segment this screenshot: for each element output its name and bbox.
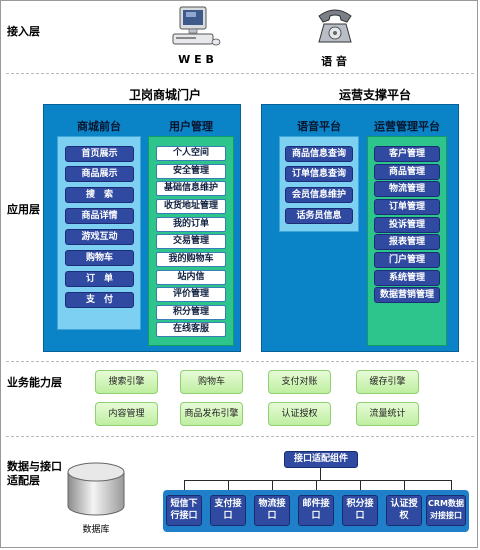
connector-logistics: [272, 480, 273, 492]
connector-email: [316, 480, 317, 492]
user-item-basic-info: 基础信息维护: [156, 181, 226, 196]
connector-crm: [451, 480, 452, 492]
layer-label-business: 业务能力层: [7, 376, 62, 389]
mall-item-home: 首页展示: [65, 146, 134, 162]
iface-crm: CRM数据 对接接口: [426, 495, 466, 526]
iface-auth: 认证授 权: [386, 495, 422, 526]
user-item-my-cart: 我的购物车: [156, 252, 226, 267]
separator-app: [6, 361, 474, 362]
user-item-my-orders: 我的订单: [156, 217, 226, 232]
iface-email: 邮件接 口: [298, 495, 334, 526]
column-title-user-mgmt: 用户管理: [169, 120, 213, 133]
voice-item-member: 会员信息维护: [285, 187, 353, 203]
adapter-connector-horizontal: [184, 480, 452, 481]
voice-item-order-query: 订单信息查询: [285, 166, 353, 182]
mall-item-products: 商品展示: [65, 166, 134, 182]
ops-item-order: 订单管理: [374, 199, 440, 215]
adapter-connector-vertical: [320, 468, 321, 480]
layer-label-data: 数据与接口 适配层: [7, 460, 62, 487]
voice-label: 语 音: [321, 55, 347, 68]
database-icon: [67, 462, 125, 516]
biz-product-publish: 商品发布引擎: [180, 402, 243, 426]
mall-item-order: 订 单: [65, 271, 134, 287]
connector-payment: [228, 480, 229, 492]
user-item-points: 积分管理: [156, 305, 226, 320]
biz-content-mgmt: 内容管理: [95, 402, 158, 426]
column-title-mall-front: 商城前台: [77, 120, 121, 133]
ops-item-customer: 客户管理: [374, 146, 440, 162]
biz-auth: 认证授权: [268, 402, 331, 426]
ops-item-logistics: 物流管理: [374, 181, 440, 197]
ops-item-system: 系统管理: [374, 270, 440, 286]
telephone-icon: [318, 9, 352, 43]
user-item-online-service: 在线客服: [156, 322, 226, 337]
column-title-ops-platform: 运营管理平台: [374, 120, 440, 133]
biz-search-engine: 搜索引擎: [95, 370, 158, 394]
biz-cart: 购物车: [180, 370, 243, 394]
user-item-space: 个人空间: [156, 146, 226, 161]
mall-item-product-detail: 商品详情: [65, 208, 134, 224]
ops-item-report: 报表管理: [374, 234, 440, 250]
biz-payment-reconcile: 支付对账: [268, 370, 331, 394]
connector-auth: [404, 480, 405, 492]
database-label: 数据库: [82, 525, 110, 535]
user-item-security: 安全管理: [156, 164, 226, 179]
iface-sms: 短信下 行接口: [166, 495, 202, 526]
adapter-component: 接口适配组件: [284, 451, 358, 468]
user-item-messages: 站内信: [156, 270, 226, 285]
ops-item-data-marketing: 数据营销管理: [374, 287, 440, 303]
computer-icon: [172, 6, 221, 46]
layer-label-access: 接入层: [7, 25, 40, 38]
voice-item-operator: 话务员信息: [285, 208, 353, 224]
biz-traffic-stats: 流量统计: [356, 402, 419, 426]
connector-points: [360, 480, 361, 492]
iface-points: 积分接 口: [342, 495, 378, 526]
voice-item-product-query: 商品信息查询: [285, 146, 353, 162]
separator-business: [6, 436, 474, 437]
user-item-address: 收货地址管理: [156, 199, 226, 214]
user-item-reviews: 评价管理: [156, 287, 226, 302]
ops-item-complaint: 投诉管理: [374, 217, 440, 233]
web-label: W E B: [178, 53, 214, 66]
ops-item-product: 商品管理: [374, 164, 440, 180]
iface-logistics: 物流接 口: [254, 495, 290, 526]
mall-item-pay: 支 付: [65, 292, 134, 308]
separator-access: [6, 73, 474, 74]
ops-item-portal: 门户管理: [374, 252, 440, 268]
layer-label-app: 应用层: [7, 203, 40, 216]
iface-payment: 支付接 口: [210, 495, 246, 526]
mall-item-game: 游戏互动: [65, 229, 134, 245]
mall-item-search: 搜 索: [65, 187, 134, 203]
column-title-voice-platform: 语音平台: [297, 120, 341, 133]
mall-item-cart: 购物车: [65, 250, 134, 266]
user-item-trades: 交易管理: [156, 234, 226, 249]
biz-cache-engine: 缓存引擎: [356, 370, 419, 394]
connector-sms: [184, 480, 185, 492]
portal-title: 卫岗商城门户: [128, 88, 201, 102]
ops-title: 运营支撑平台: [338, 88, 411, 102]
